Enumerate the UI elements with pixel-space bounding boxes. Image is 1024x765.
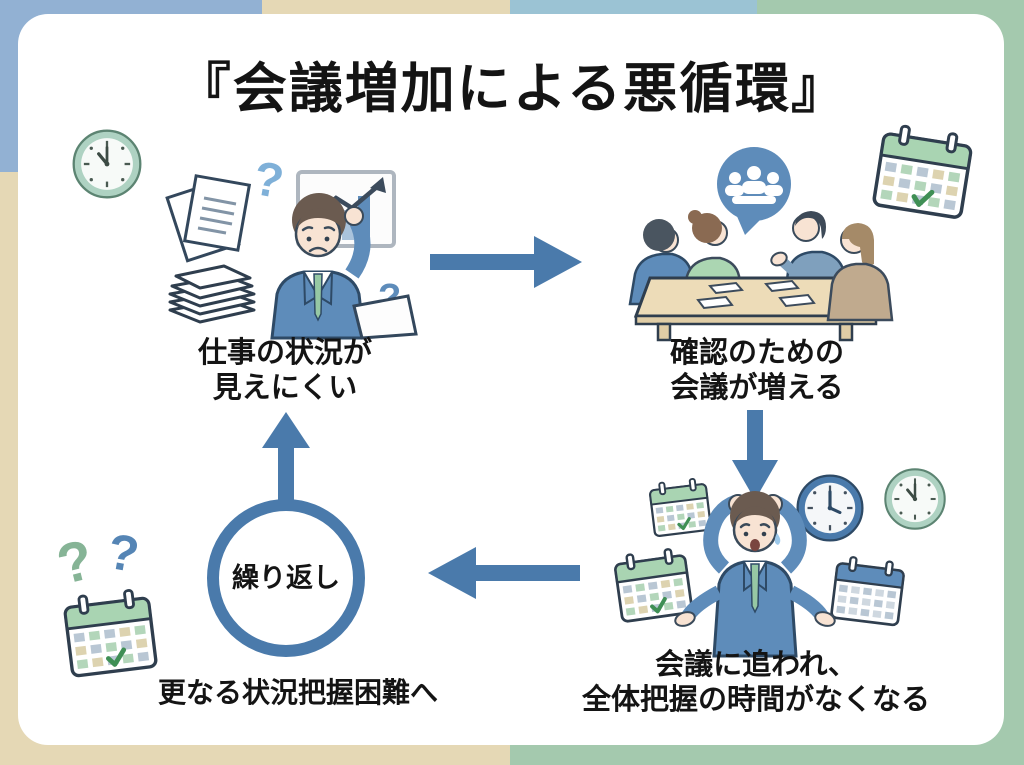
papers-on-table — [696, 279, 816, 310]
step1-line1: 仕事の状況が — [197, 337, 372, 369]
arrow-up-icon — [262, 412, 310, 506]
confused-man — [270, 193, 418, 340]
clock-icon — [72, 129, 142, 199]
clock-icon — [796, 474, 864, 542]
step1-label: 仕事の状況が 見えにくい — [120, 336, 450, 406]
flying-documents-icon — [165, 174, 252, 263]
paper-stack-icon — [168, 264, 256, 324]
overwhelmed-worker-illustration — [588, 467, 947, 658]
calendar-icon — [60, 584, 164, 682]
loop-label: 繰り返し — [232, 563, 340, 593]
step3-line1: 会議に追われ、 — [655, 649, 857, 681]
step3-label: 会議に追われ、 全体把握の時間がなくなる — [556, 648, 956, 718]
loop-caption: 更なる状況把握困難へ — [157, 677, 438, 708]
calendar-icon — [829, 554, 907, 627]
meeting-person-woman-front — [826, 223, 894, 322]
step2-line1: 確認のための — [669, 337, 844, 369]
step2-label: 確認のための 会議が増える — [602, 336, 912, 406]
calendar-icon — [614, 547, 693, 622]
step1-line2: 見えにくい — [212, 372, 358, 404]
meeting-illustration — [628, 147, 894, 342]
arrow-right-icon — [430, 236, 582, 288]
clock-icon — [883, 467, 947, 531]
page-title: 『会議増加による悪循環』 — [176, 59, 848, 119]
content-card — [18, 14, 1004, 745]
svg-text:?: ? — [250, 152, 288, 209]
meeting-speech-bubble-icon — [717, 147, 791, 235]
step2-line2: 会議が増える — [670, 372, 844, 404]
arrow-left-icon — [428, 547, 580, 599]
step3-line2: 全体把握の時間がなくなる — [581, 684, 930, 716]
confused-worker-illustration: ? ? — [165, 152, 418, 340]
arrow-down-icon — [732, 410, 778, 500]
calendar-icon — [647, 475, 713, 538]
overwhelmed-man — [674, 491, 836, 658]
